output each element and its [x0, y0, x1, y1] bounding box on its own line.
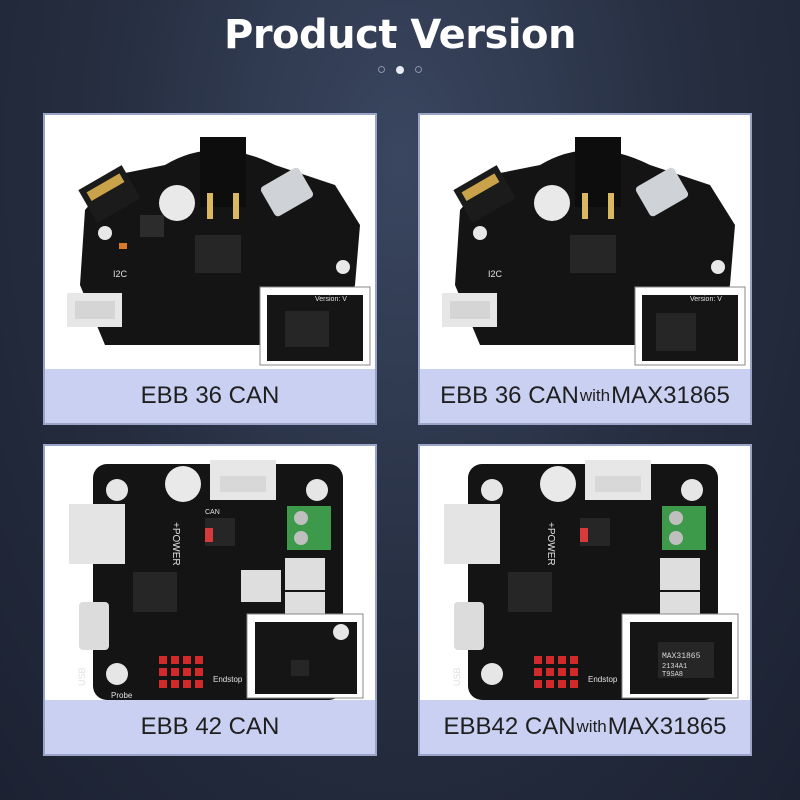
product-photo-ebb36-max31865: I2C Version: V — [420, 115, 750, 369]
product-with: with — [576, 717, 607, 736]
product-addon: MAX31865 — [607, 713, 727, 740]
label-version: Version: V — [690, 296, 722, 303]
product-label-ebb42: EBB 42 CAN — [45, 700, 375, 754]
label-endstop: Endstop — [213, 675, 243, 684]
label-i2c: I2C — [113, 269, 128, 279]
label-power: +POWER — [170, 522, 181, 566]
product-label-ebb36: EBB 36 CAN — [45, 369, 375, 423]
product-photo-ebb36: I2C Version: V — [45, 115, 375, 369]
product-addon: MAX31865 — [611, 382, 730, 409]
carousel-dot-3[interactable] — [415, 66, 422, 73]
label-usb: USB — [452, 667, 462, 686]
label-i2c: I2C — [488, 269, 503, 279]
carousel-dot-1[interactable] — [378, 66, 385, 73]
chip-label: MAX31865 — [662, 652, 701, 661]
chip-code-2: T9SA8 — [662, 671, 683, 679]
product-name: EBB 42 CAN — [140, 713, 280, 740]
product-with: with — [579, 386, 611, 405]
carousel-dot-2-active[interactable] — [396, 65, 404, 74]
product-card-ebb42[interactable]: +POWER CAN USB Probe Endstop EBB 42 CAN — [43, 444, 377, 756]
label-usb: USB — [77, 667, 87, 686]
page-title: Product Version — [224, 12, 577, 58]
product-name: EBB42 CAN — [443, 713, 576, 740]
label-probe: Probe — [111, 691, 133, 700]
product-name: EBB 36 CAN — [140, 382, 280, 409]
product-photo-ebb42-max31865: MAX31865 2134A1 T9SA8 +POWER USB Endstop — [420, 446, 750, 700]
label-can: CAN — [205, 509, 220, 516]
label-power: +POWER — [545, 522, 556, 566]
chip-code: 2134A1 — [662, 663, 687, 671]
label-version: Version: V — [315, 296, 347, 303]
carousel-indicator — [0, 65, 800, 74]
product-card-ebb42-max31865[interactable]: MAX31865 2134A1 T9SA8 +POWER USB Endstop… — [418, 444, 752, 756]
product-card-ebb36[interactable]: I2C Version: V EBB 36 CAN — [43, 113, 377, 425]
product-photo-ebb42: +POWER CAN USB Probe Endstop — [45, 446, 375, 700]
label-endstop: Endstop — [588, 675, 618, 684]
product-name: EBB 36 CAN — [440, 382, 579, 409]
